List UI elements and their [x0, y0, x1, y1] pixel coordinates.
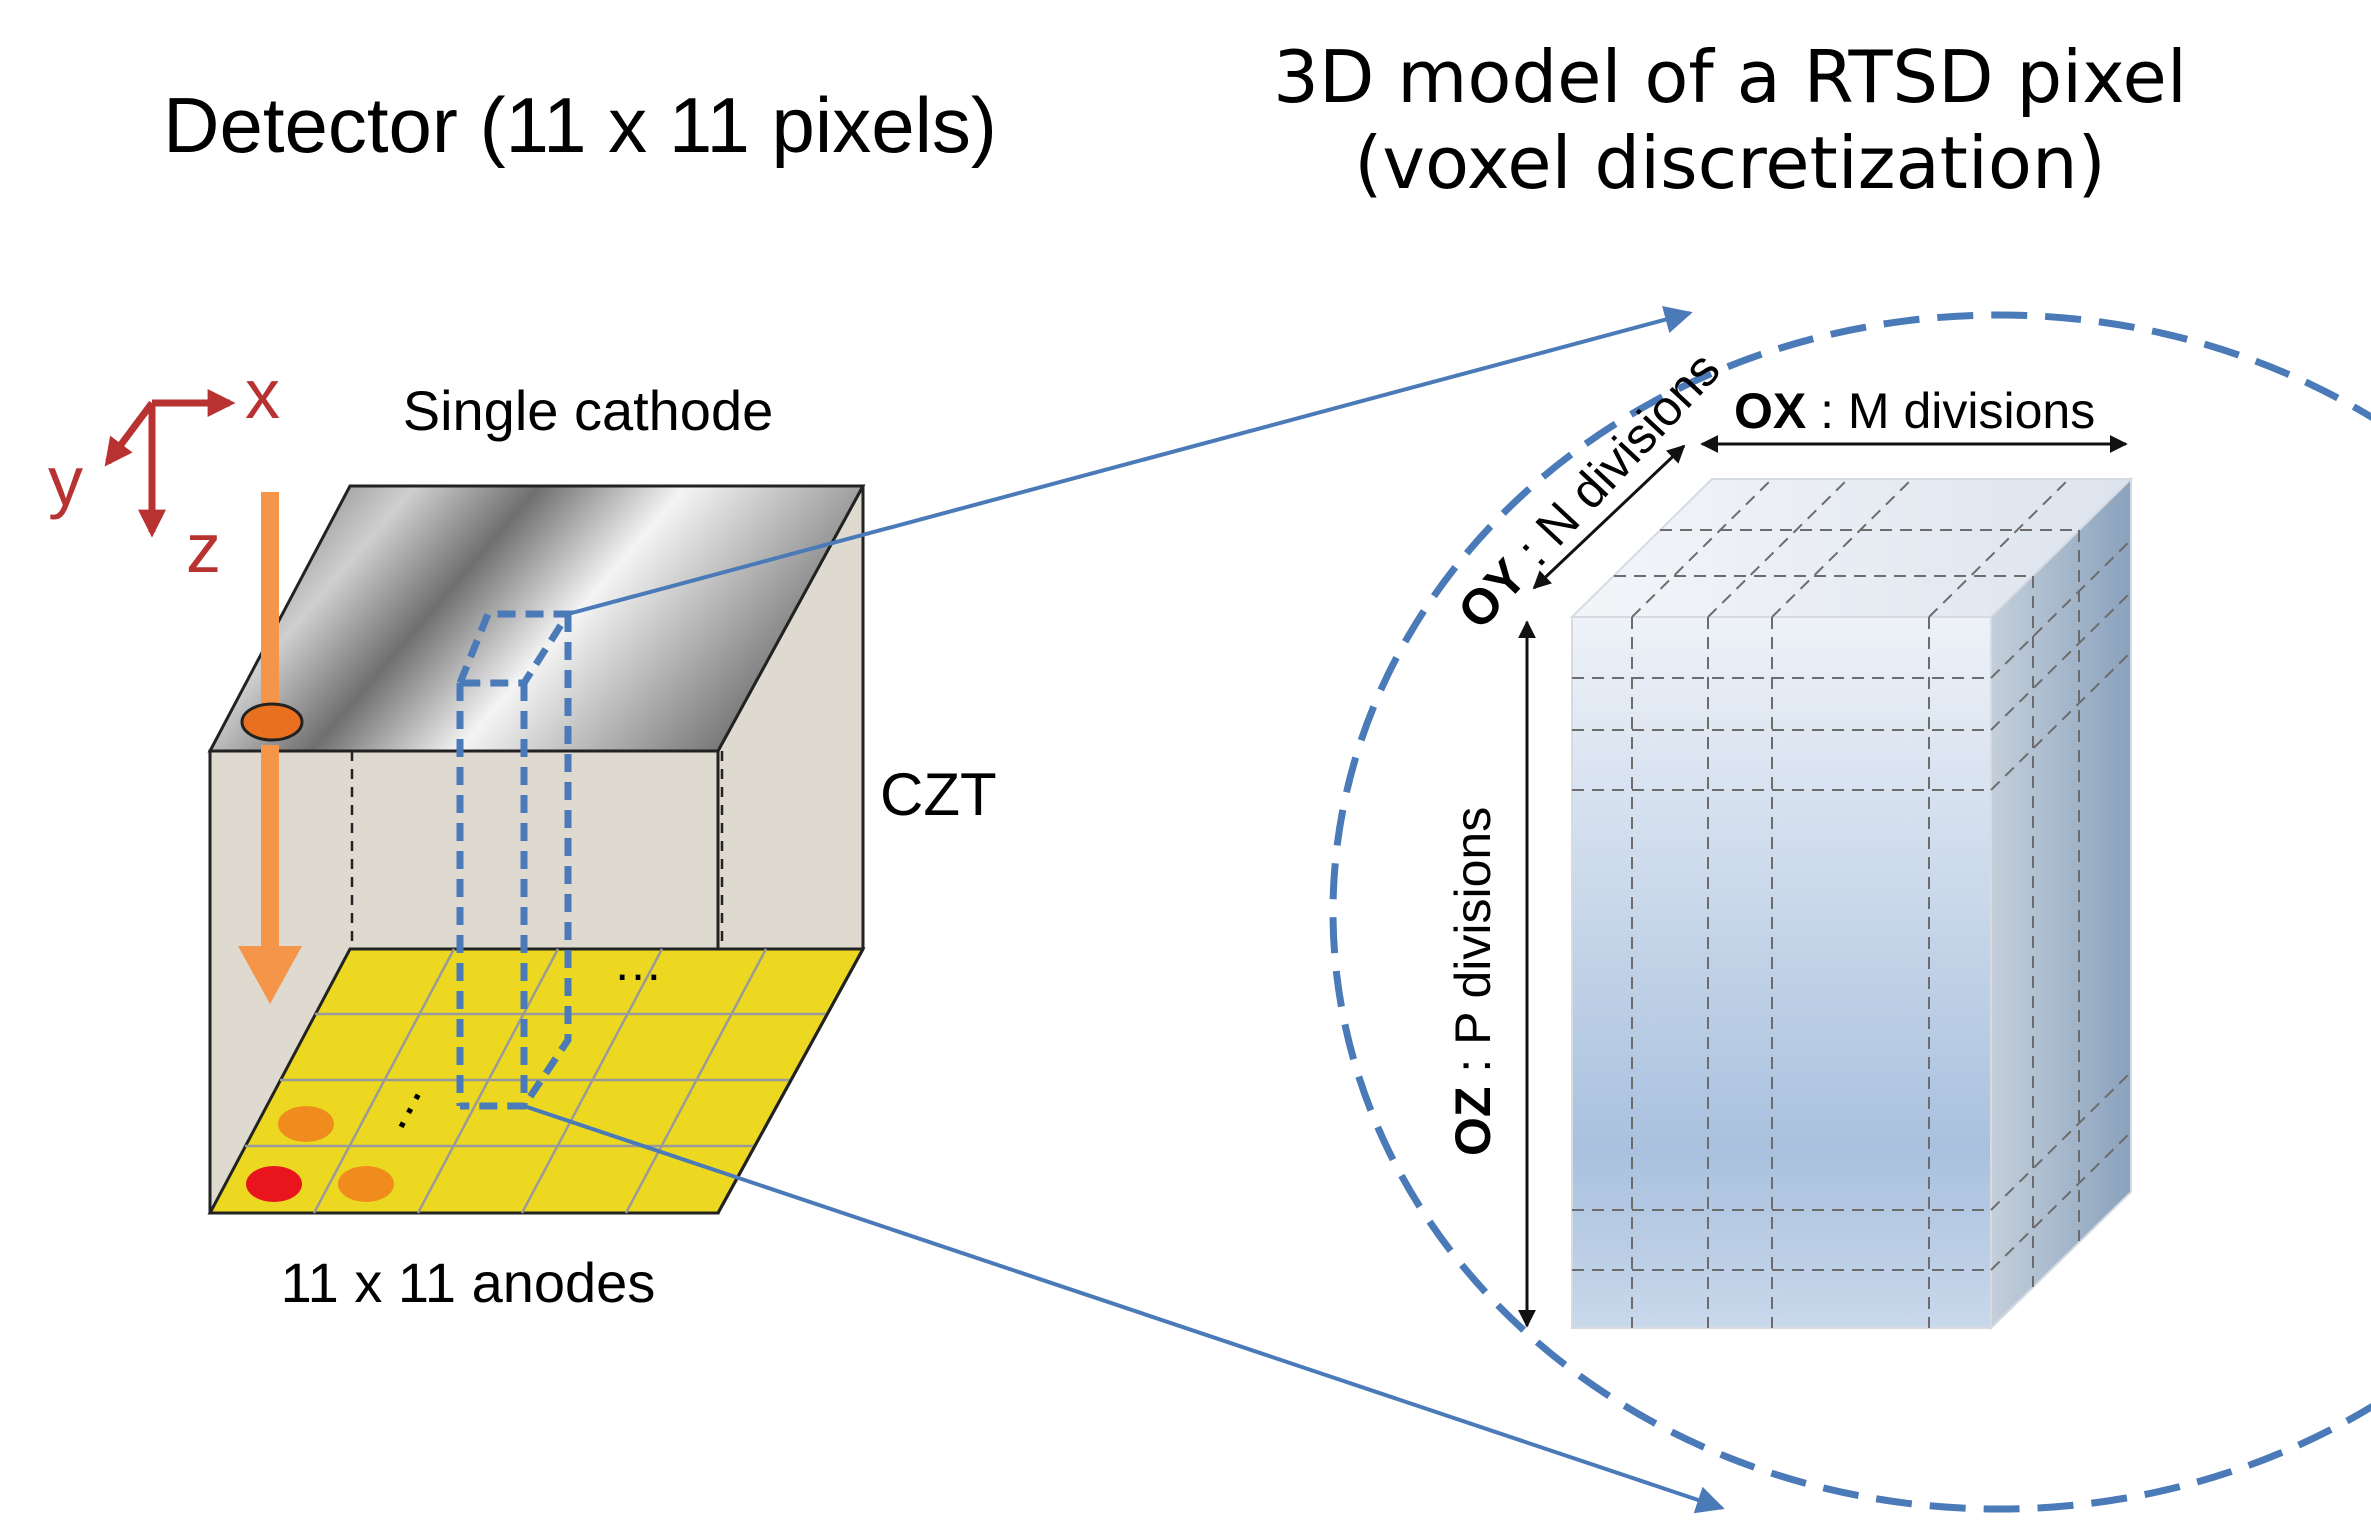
- material-label: CZT: [880, 761, 997, 828]
- right-title-line1: 3D model of a RTSD pixel: [1273, 35, 2187, 119]
- voxel-box-side: [1990, 476, 2132, 1331]
- y-axis-arrow: [104, 400, 155, 467]
- left-title: Detector (11 x 11 pixels): [163, 81, 997, 169]
- oz-text: : P divisions: [1445, 807, 1501, 1087]
- beam-entry-point: [240, 702, 304, 742]
- anode-ellipsis-top: …: [613, 935, 663, 991]
- hit-orange-dot: [338, 1166, 394, 1202]
- hit-orange-dot: [278, 1106, 334, 1142]
- y-axis-label: y: [48, 442, 83, 520]
- side-bottom-edge: [716, 948, 865, 1214]
- zoom-arrow-top: [567, 306, 1693, 616]
- right-title-line2: (voxel discretization): [1354, 121, 2105, 205]
- zoom-circle: [1329, 311, 2371, 1513]
- voxel-grid-lines: [1572, 478, 2132, 1328]
- highlighted-pixel-column: [454, 610, 575, 1110]
- oz-label: OZ : P divisions: [1445, 807, 1501, 1156]
- ox-label: OX : M divisions: [1734, 383, 2095, 439]
- cathode-label: Single cathode: [403, 379, 774, 442]
- zoom-arrow-bottom: [523, 1104, 1725, 1514]
- axes-triad: x y z: [48, 355, 280, 587]
- detector-block: … … Single cathode CZT 11 x 11 anodes: [207, 379, 997, 1314]
- anodes-label: 11 x 11 anodes: [281, 1251, 656, 1314]
- beam-arrowhead: [238, 946, 302, 1004]
- ox-axis: OX: [1734, 383, 1806, 439]
- x-axis-label: x: [245, 355, 280, 433]
- hit-red-dot: [246, 1166, 302, 1202]
- oy-dimension-arrow: [1532, 444, 1686, 590]
- oz-axis: OZ: [1445, 1087, 1501, 1156]
- z-axis-label: z: [186, 509, 221, 587]
- ox-text: : M divisions: [1806, 383, 2095, 439]
- voxel-box: [1569, 476, 2134, 1331]
- cathode-top-face: [207, 484, 866, 753]
